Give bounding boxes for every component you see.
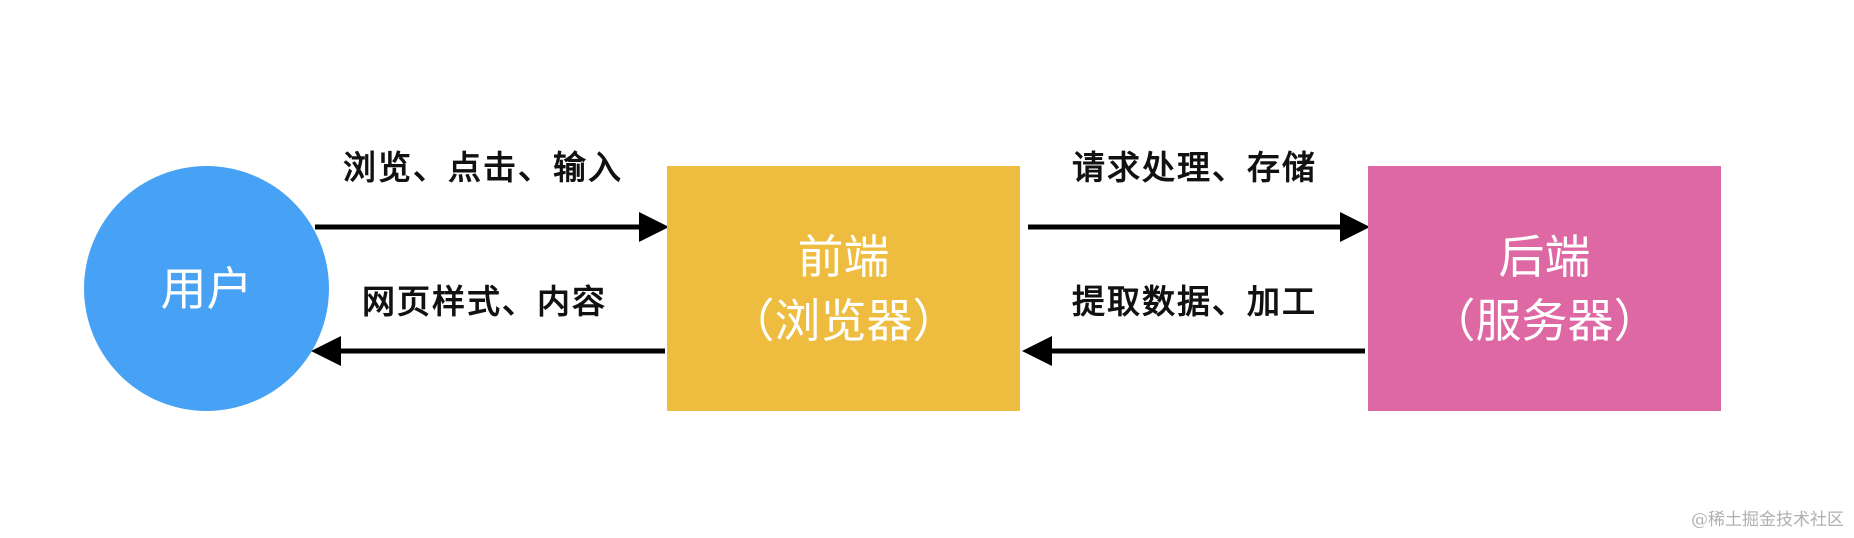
- edge-label-frontend-to-backend: 请求处理、存储: [1072, 148, 1317, 187]
- watermark: @稀土掘金技术社区: [1691, 510, 1844, 530]
- frontend-node-label: 前端: [797, 229, 890, 284]
- backend-node-sublabel: （服务器）: [1429, 293, 1660, 348]
- frontend-node: 前端 （浏览器）: [667, 166, 1020, 411]
- frontend-node-sublabel: （浏览器）: [728, 293, 959, 348]
- edge-label-user-to-frontend: 浏览、点击、输入: [343, 148, 623, 187]
- user-node: 用户: [84, 166, 329, 411]
- backend-node-label: 后端: [1498, 229, 1591, 284]
- backend-node: 后端 （服务器）: [1368, 166, 1721, 411]
- edge-label-backend-to-frontend: 提取数据、加工: [1072, 282, 1317, 321]
- edge-label-frontend-to-user: 网页样式、内容: [362, 282, 607, 321]
- user-node-label: 用户: [160, 261, 253, 316]
